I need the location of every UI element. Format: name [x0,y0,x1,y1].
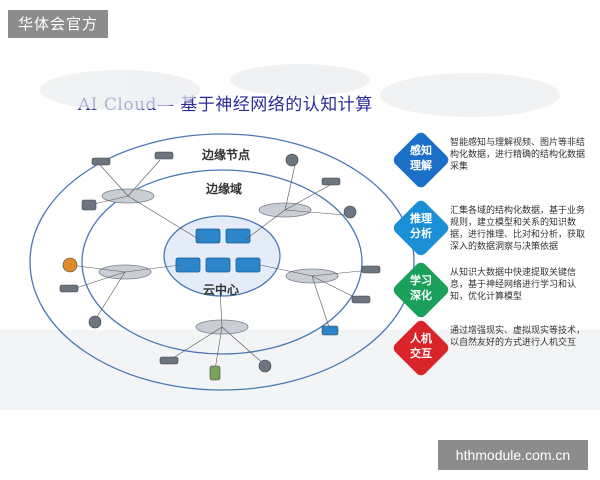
feature-reasoning: 推理 分析 汇集各域的结构化数据，基于业务规则，建立模型和关系的知识数据，进行推… [391,198,588,263]
feature-learning: 学习 深化 从知识大数据中快速提取关键信息，基于神经网络进行学习和认知，优化计算… [391,260,588,325]
watermark-bottom: hthmodule.com.cn [438,440,588,470]
edge-cameras [59,151,381,381]
feature-description: 智能感知与理解视频、图片等非结构化数据，进行精确的结构化数据采集 [450,138,586,172]
middle-ring [81,169,363,355]
world-map-background [40,64,560,117]
feature-interaction: 人机 交互 通过增强现实、虚拟现实等技术，以自然友好的方式进行人机交互 [391,318,588,383]
ring-label-outer: 边缘节点 [202,148,251,162]
feature-description: 汇集各域的结构化数据，基于业务规则，建立模型和关系的知识数据，进行推理、比对和分… [450,206,586,252]
ring-label-middle: 边缘域 [206,182,243,196]
feature-perception: 感知 理解 智能感知与理解视频、图片等非结构化数据，进行精确的结构化数据采集 [391,130,588,195]
network-links [69,159,371,371]
cloud-server-cluster [175,228,261,273]
feature-badge-label: 人机 交互 [410,332,432,360]
floor-shadow [0,330,600,410]
ring-label-inner: 云中心 [203,283,240,297]
feature-badge-label: 学习 深化 [410,274,432,302]
feature-description: 通过增强现实、虚拟现实等技术，以自然友好的方式进行人机交互 [450,326,586,348]
feature-badge-label: 推理 分析 [410,212,432,240]
feature-description: 从知识大数据中快速提取关键信息，基于神经网络进行学习和认知，优化计算模型 [450,268,577,302]
outer-ring [29,133,415,391]
watermark-top: 华体会官方 [8,10,108,38]
feature-badge-label: 感知 理解 [410,144,432,172]
